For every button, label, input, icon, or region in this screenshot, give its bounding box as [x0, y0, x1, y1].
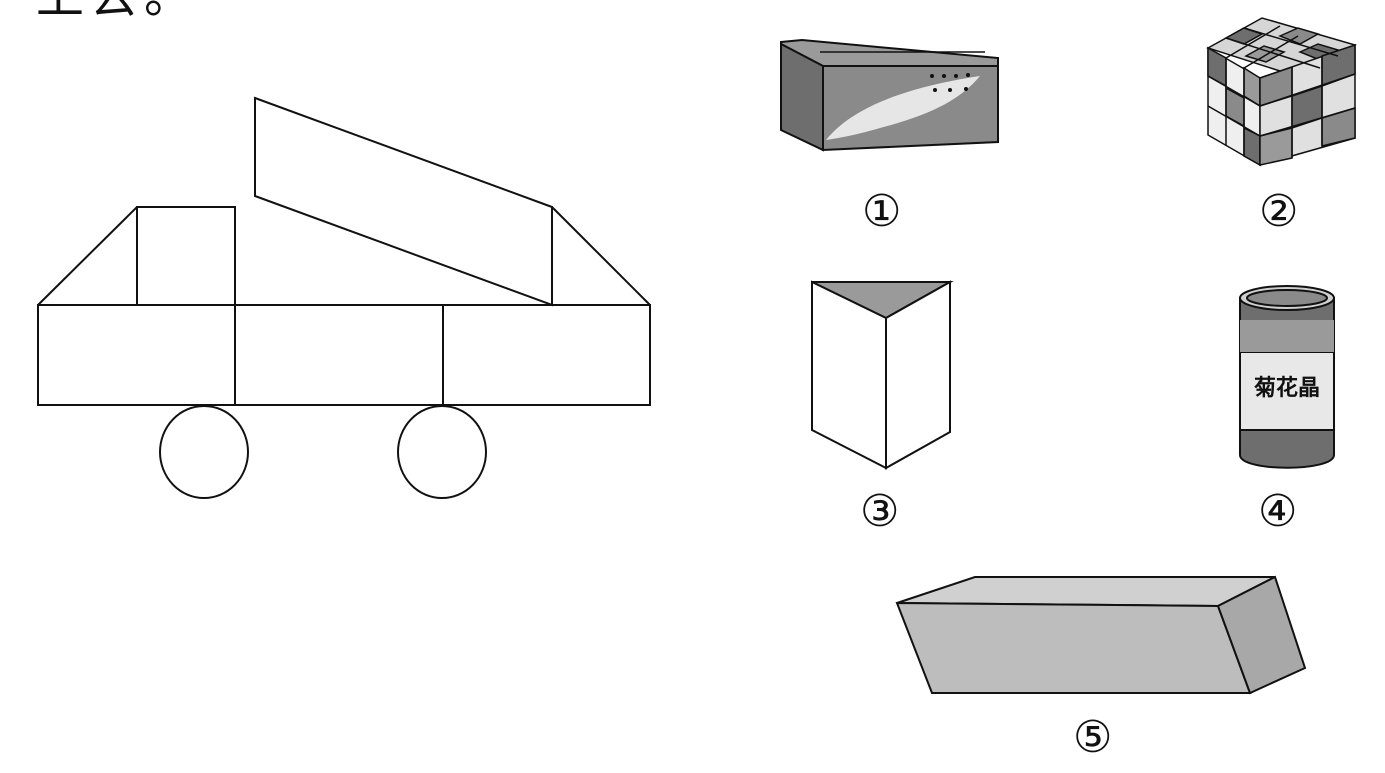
shape-5-long-cuboid	[895, 575, 1307, 695]
truck-rear-wheel	[397, 405, 487, 499]
truck-dump-bed	[254, 96, 553, 307]
can-label-text: 菊花晶	[1254, 375, 1320, 401]
question-text-fragment: 上去。	[36, 0, 198, 26]
shape-4-label: ④	[1258, 486, 1298, 537]
shape-1-label: ①	[862, 186, 902, 237]
truck-drawing	[37, 96, 651, 499]
shape-4-cylinder-can: 菊花晶	[1239, 285, 1335, 469]
shape-3-triangular-prism	[811, 280, 954, 470]
shape-3-label: ③	[860, 486, 900, 537]
truck-front-wheel	[159, 405, 249, 499]
truck-body-right-slope	[551, 206, 651, 306]
truck-chassis	[37, 304, 651, 406]
shape-1-cuboid-box	[780, 38, 999, 152]
truck-cab-window	[136, 206, 236, 306]
shape-2-cube	[1206, 17, 1357, 167]
shape-5-label: ⑤	[1073, 712, 1113, 763]
shape-2-label: ②	[1259, 186, 1299, 237]
